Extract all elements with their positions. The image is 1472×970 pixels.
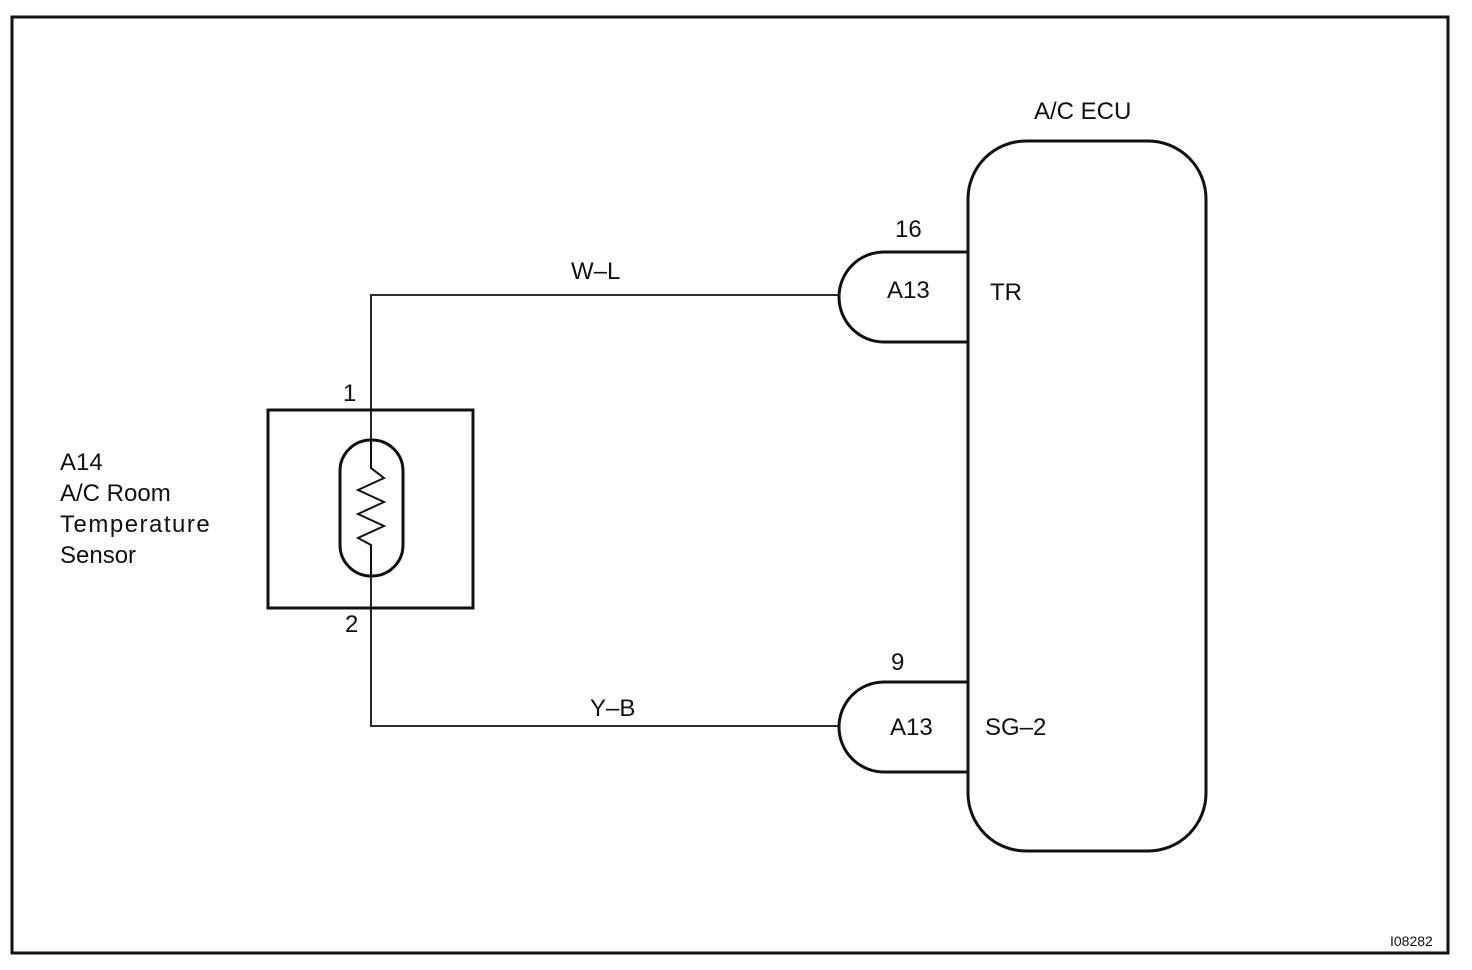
connector-a13-tr [837,250,968,344]
ecu-title: A/C ECU [1034,98,1131,125]
sensor-name-line2: Temperature [60,511,211,538]
thermistor-icon [338,438,405,578]
wire-label-w-l: W–L [571,258,620,285]
sensor-name-line3: Sensor [60,542,136,569]
connector-code-bottom: A13 [890,714,933,741]
connector-code-top: A13 [887,277,930,304]
connector-pin-9: 9 [891,649,904,676]
wire-w-l [370,294,838,440]
sensor-pin-top: 1 [343,380,356,407]
wire-y-b [370,576,838,727]
wire-label-y-b: Y–B [590,695,635,722]
ecu-box [966,139,1208,853]
terminal-tr: TR [990,279,1022,306]
figure-id: I08282 [1390,933,1433,949]
connector-pin-16: 16 [895,216,922,243]
diagram-frame [10,15,1450,955]
sensor-code: A14 [60,449,103,476]
sensor-pin-bottom: 2 [345,611,358,638]
connector-a13-sg2 [837,680,968,774]
terminal-sg2: SG–2 [985,714,1046,741]
sensor-name-line1: A/C Room [60,480,171,507]
